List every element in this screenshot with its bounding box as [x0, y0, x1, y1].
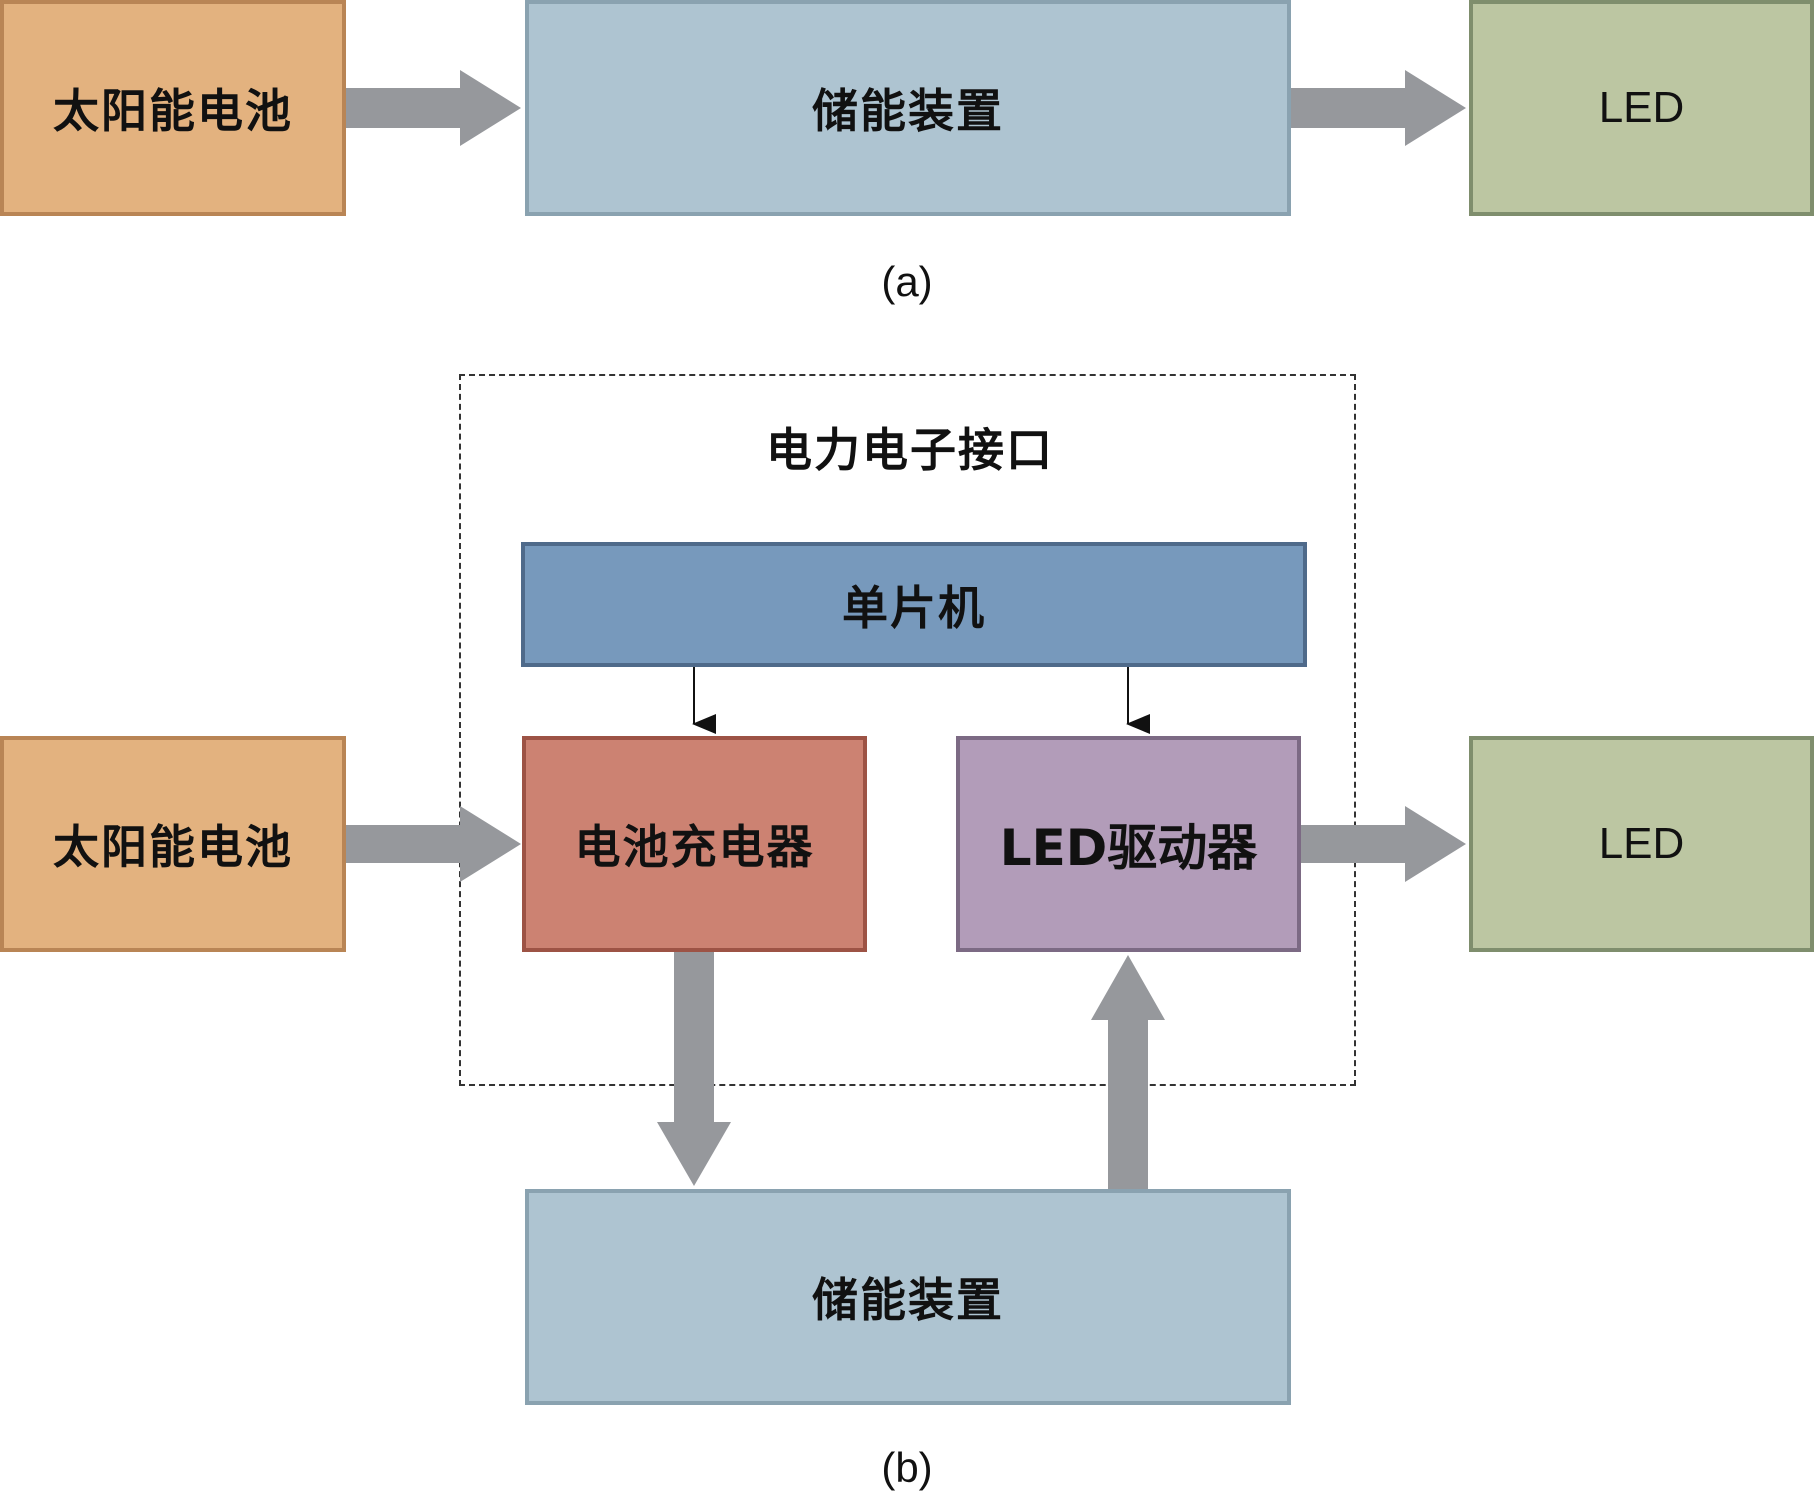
led-box-a: LED [1469, 0, 1814, 216]
storage-label-a: 储能装置 [812, 84, 1004, 138]
arrow-storage-to-led-a [1291, 70, 1466, 146]
arrow-driver-to-led [1301, 806, 1466, 882]
charger-box: 电池充电器 [522, 736, 867, 952]
led-label-a: LED [1598, 83, 1685, 132]
interface-title: 电力电子接口 [766, 423, 1054, 477]
led-label-b: LED [1598, 819, 1685, 868]
led-driver-label: LED驱动器 [999, 819, 1258, 877]
storage-label-b: 储能装置 [812, 1273, 1004, 1327]
storage-box-a: 储能装置 [525, 0, 1291, 216]
caption-a: (a) [881, 258, 933, 305]
solar-cell-label-b: 太阳能电池 [53, 820, 293, 874]
caption-b: (b) [881, 1444, 933, 1491]
solar-cell-box-a: 太阳能电池 [0, 0, 346, 216]
arrow-charger-to-storage [657, 952, 731, 1186]
power-electronics-interface-boundary [459, 374, 1356, 1086]
charger-label: 电池充电器 [574, 820, 815, 874]
solar-cell-label-a: 太阳能电池 [53, 84, 293, 138]
storage-box-b: 储能装置 [525, 1189, 1291, 1405]
arrow-storage-to-driver [1091, 955, 1165, 1189]
mcu-label: 单片机 [842, 580, 986, 635]
led-box-b: LED [1469, 736, 1814, 952]
arrow-solar-to-storage-a [346, 70, 521, 146]
mcu-box: 单片机 [521, 542, 1307, 667]
solar-cell-box-b: 太阳能电池 [0, 736, 346, 952]
arrow-solar-to-charger [346, 806, 521, 882]
led-driver-box: LED驱动器 [956, 736, 1301, 952]
